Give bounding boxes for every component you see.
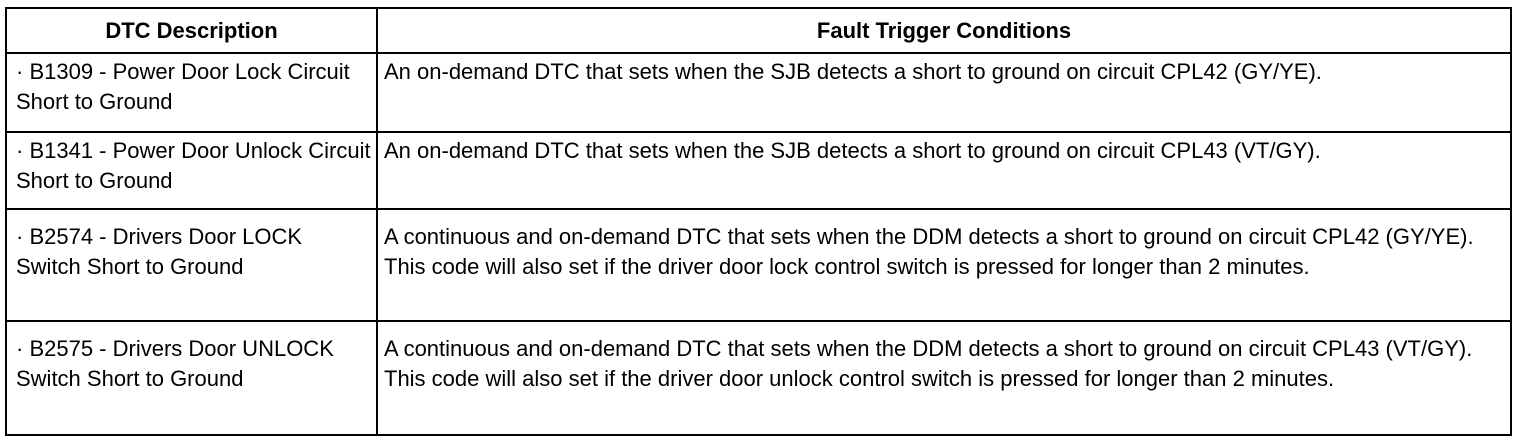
fault-conditions-cell: An on-demand DTC that sets when the SJB … xyxy=(376,131,1512,210)
fault-conditions-cell: A continuous and on-demand DTC that sets… xyxy=(376,320,1512,436)
dtc-description-cell: · B1309 - Power Door Lock Circuit Short … xyxy=(5,52,378,133)
header-row: DTC Description Fault Trigger Conditions xyxy=(5,7,1512,54)
fault-conditions-cell: An on-demand DTC that sets when the SJB … xyxy=(376,52,1512,133)
fault-conditions-cell: A continuous and on-demand DTC that sets… xyxy=(376,208,1512,322)
table-row: · B1341 - Power Door Unlock Circuit Shor… xyxy=(5,131,1512,210)
table-row: · B1309 - Power Door Lock Circuit Short … xyxy=(5,52,1512,133)
table-row: · B2575 - Drivers Door UNLOCK Switch Sho… xyxy=(5,320,1512,436)
header-fault-trigger-conditions: Fault Trigger Conditions xyxy=(376,7,1512,54)
dtc-description-cell: · B2574 - Drivers Door LOCK Switch Short… xyxy=(5,208,378,322)
dtc-table: DTC Description Fault Trigger Conditions… xyxy=(5,7,1512,436)
header-dtc-description: DTC Description xyxy=(5,7,378,54)
table-row: · B2574 - Drivers Door LOCK Switch Short… xyxy=(5,208,1512,322)
dtc-description-cell: · B2575 - Drivers Door UNLOCK Switch Sho… xyxy=(5,320,378,436)
dtc-description-cell: · B1341 - Power Door Unlock Circuit Shor… xyxy=(5,131,378,210)
